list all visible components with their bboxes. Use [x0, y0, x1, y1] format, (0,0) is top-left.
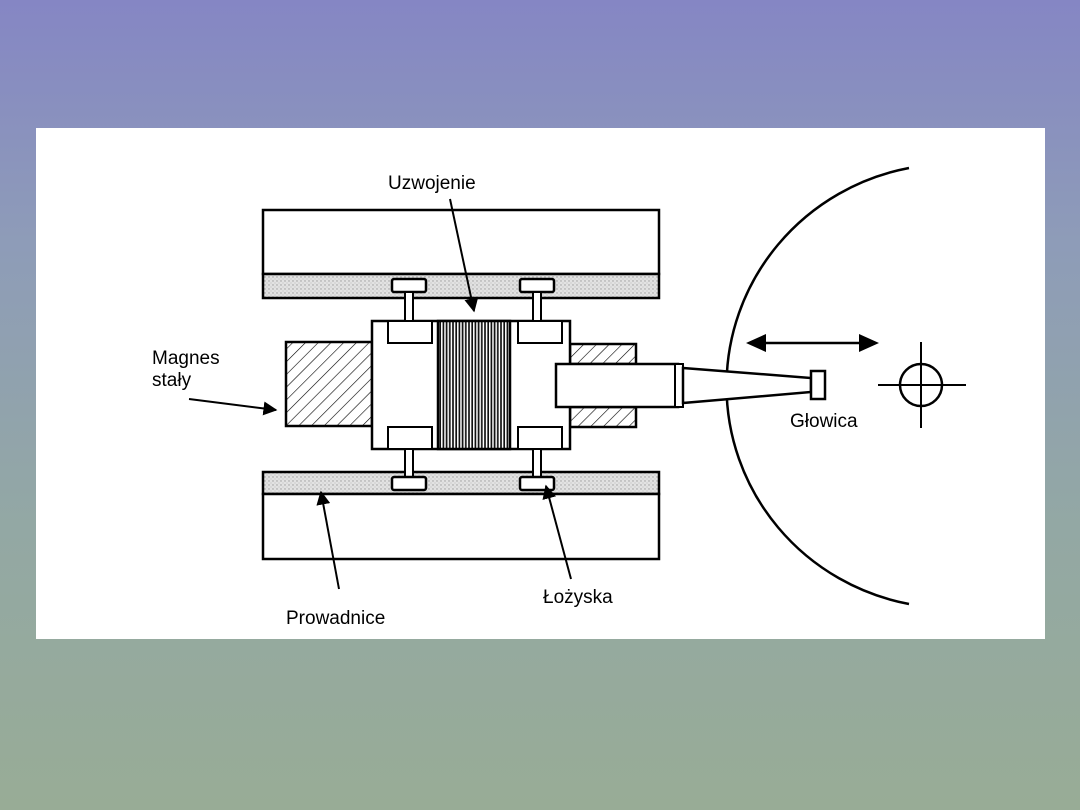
bearings-label: Łożyska: [543, 587, 613, 608]
coil-winding: [436, 319, 512, 451]
spindle-center-mark: [878, 342, 966, 428]
bearing-bottom-right: [518, 448, 556, 492]
actuator-diagram: Uzwojenie Magnes stały Głowica Prowadnic…: [36, 128, 1045, 639]
guides-leader: [316, 490, 340, 590]
permanent-magnet-right-lower: [568, 405, 638, 429]
carriage-block: [387, 320, 433, 344]
permanent-magnet-left: [284, 340, 374, 428]
magnet-leader: [188, 398, 278, 416]
guides-label: Prowadnice: [286, 608, 385, 629]
read-write-head: [809, 369, 827, 401]
winding-label: Uzwojenie: [388, 173, 476, 194]
bearing-top-right: [518, 277, 556, 322]
permanent-magnet-right-upper: [568, 342, 638, 366]
head-arm: [554, 362, 813, 409]
winding-leader: [449, 198, 479, 313]
bearing-top-left: [390, 277, 428, 322]
carriage-block: [517, 320, 563, 344]
magnet-label-line1: Magnes: [152, 348, 220, 369]
magnet-label-line2: stały: [152, 370, 192, 391]
bearings-leader: [542, 484, 572, 580]
lower-guide: [261, 470, 661, 561]
head-label: Głowica: [790, 411, 858, 432]
upper-guide: [261, 208, 661, 300]
motion-double-arrow: [746, 334, 879, 352]
bearing-bottom-left: [390, 448, 428, 492]
carriage-block: [387, 426, 433, 450]
carriage-block: [517, 426, 563, 450]
